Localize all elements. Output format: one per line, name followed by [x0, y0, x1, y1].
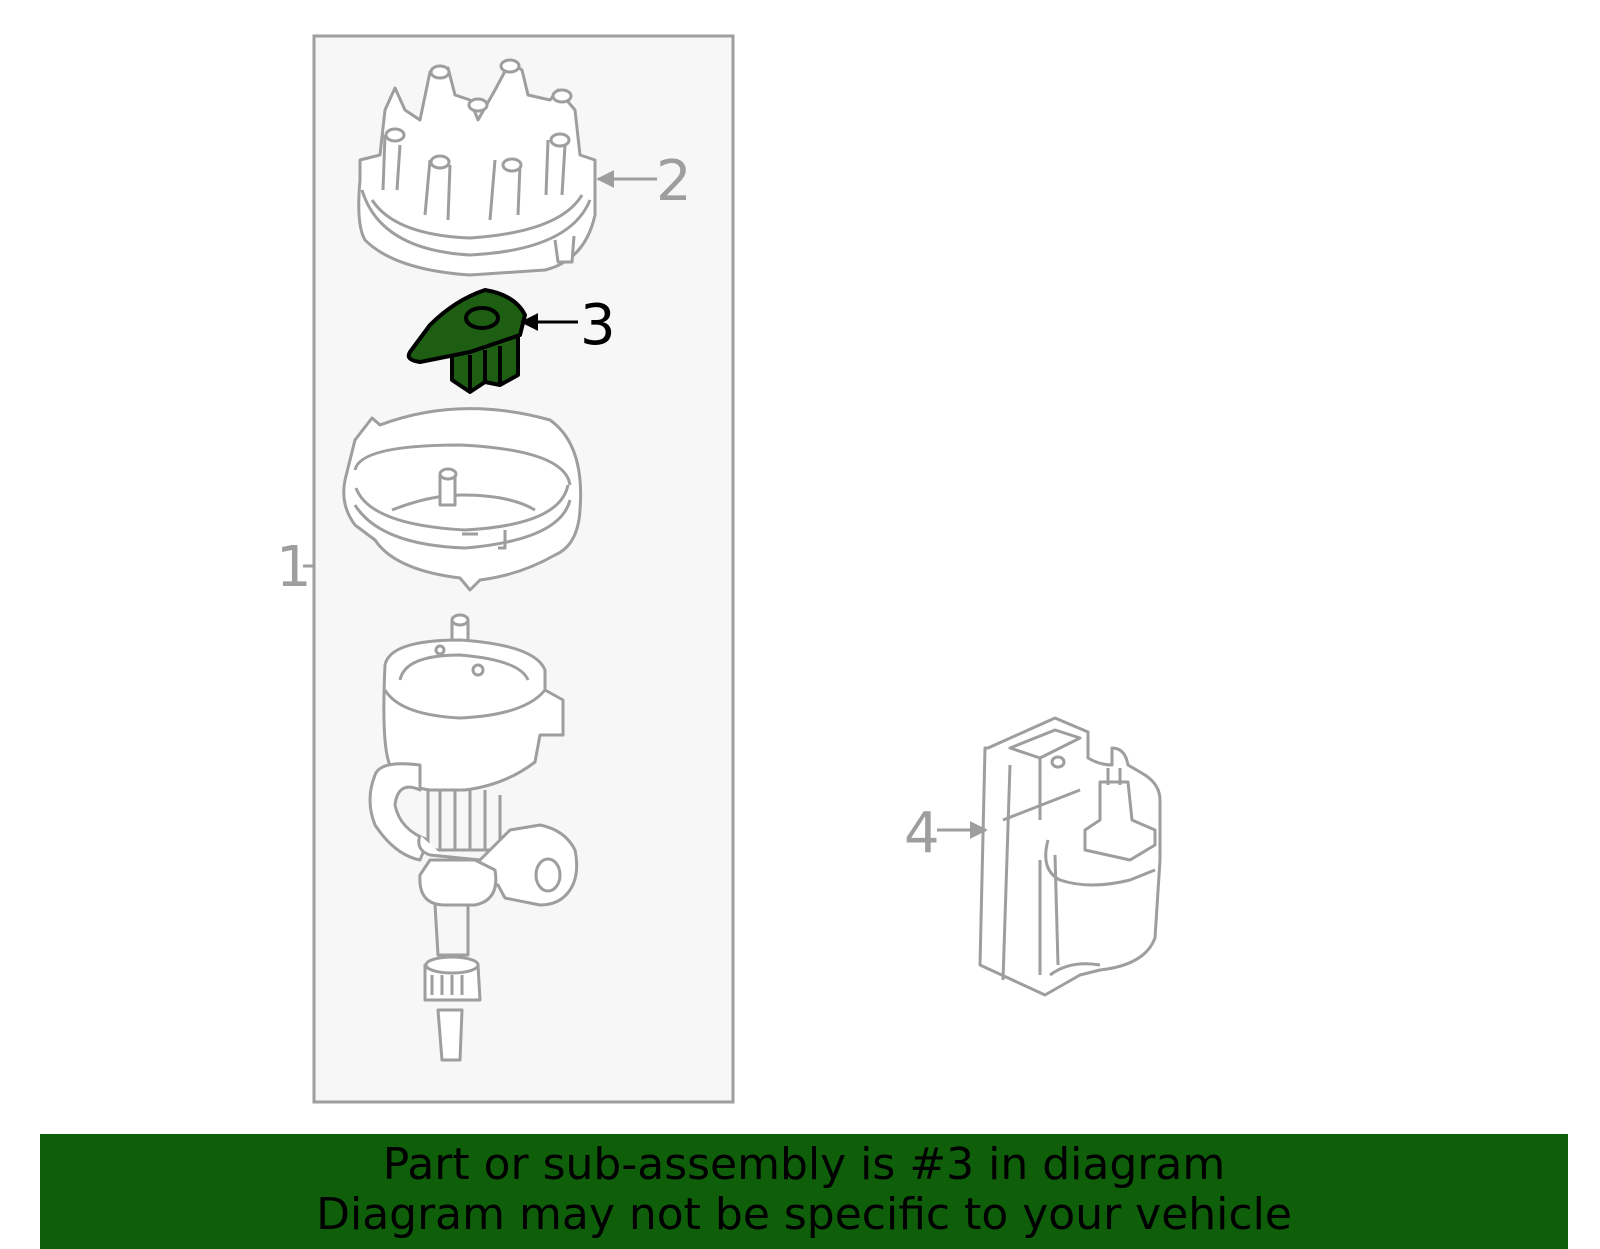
banner-line-2: Diagram may not be specific to your vehi… — [316, 1189, 1292, 1240]
info-banner: Part or sub-assembly is #3 in diagram Di… — [40, 1134, 1568, 1249]
callout-3-label: 3 — [580, 293, 616, 358]
rotor-part-highlighted[interactable] — [406, 288, 527, 394]
distributor-adapter-part[interactable] — [342, 407, 583, 592]
ignition-coil-part[interactable] — [978, 716, 1162, 997]
callout-2-label: 2 — [656, 149, 692, 214]
callout-1-label: 1 — [276, 535, 312, 600]
callout-4-label: 4 — [904, 801, 940, 866]
distributor-cap-part[interactable] — [357, 58, 597, 277]
banner-line-1: Part or sub-assembly is #3 in diagram — [382, 1139, 1226, 1190]
distributor-housing-part[interactable] — [368, 613, 579, 1062]
